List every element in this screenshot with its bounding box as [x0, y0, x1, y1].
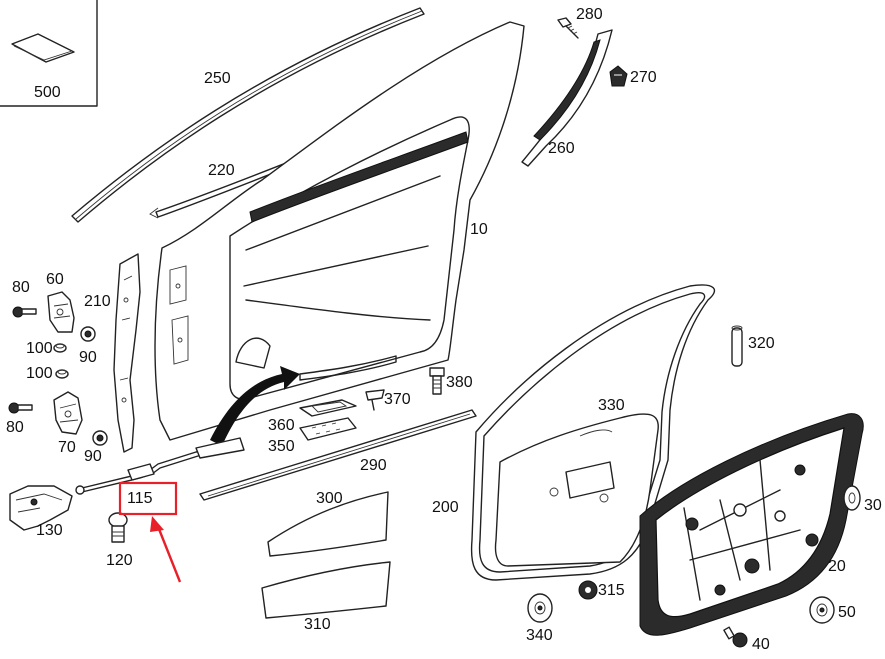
- label-315: 315: [598, 582, 625, 599]
- label-100-upper: 100: [26, 340, 53, 357]
- part-10-door-shell[interactable]: [154, 21, 525, 441]
- part-290-lower-strip[interactable]: [199, 409, 477, 501]
- label-380: 380: [446, 374, 473, 391]
- part-90-nut-lower[interactable]: [92, 430, 108, 446]
- highlight-arrow: [150, 516, 182, 583]
- label-370: 370: [384, 391, 411, 408]
- label-350: 350: [268, 438, 295, 455]
- label-500: 500: [34, 84, 61, 101]
- label-40: 40: [752, 636, 770, 653]
- part-90-nut-upper[interactable]: [80, 326, 96, 342]
- label-290: 290: [360, 457, 387, 474]
- part-200-inner-panel[interactable]: [494, 413, 659, 567]
- part-210-pillar-plate[interactable]: [113, 253, 141, 453]
- part-370-clip[interactable]: [365, 389, 385, 411]
- label-340: 340: [526, 627, 553, 644]
- part-80-bolt-upper[interactable]: [12, 306, 37, 318]
- label-10: 10: [470, 221, 488, 238]
- label-100-lower: 100: [26, 365, 53, 382]
- label-20: 20: [828, 558, 846, 575]
- label-310: 310: [304, 616, 331, 633]
- label-80-lower: 80: [6, 419, 24, 436]
- label-260: 260: [548, 140, 575, 157]
- label-330: 330: [598, 397, 625, 414]
- highlight-box-115: [118, 481, 178, 516]
- label-250: 250: [204, 70, 231, 87]
- label-270: 270: [630, 69, 657, 86]
- arrow-assembly-indicator: [210, 366, 300, 446]
- part-300-sheet[interactable]: [267, 491, 389, 557]
- part-80-bolt-lower[interactable]: [8, 402, 33, 414]
- part-20-regulator-carrier[interactable]: [639, 413, 864, 636]
- part-260-pillar-trim[interactable]: [521, 29, 613, 167]
- part-250-roof-moulding[interactable]: [71, 7, 425, 223]
- part-330-door-seal[interactable]: [470, 284, 716, 581]
- part-315-nut[interactable]: [578, 580, 598, 600]
- label-320: 320: [748, 335, 775, 352]
- part-115-check-strap[interactable]: [75, 437, 245, 495]
- label-120: 120: [106, 552, 133, 569]
- label-280: 280: [576, 6, 603, 23]
- part-120-stud[interactable]: [108, 512, 128, 543]
- part-130-bracket[interactable]: [9, 485, 73, 531]
- part-350-pad[interactable]: [299, 417, 357, 441]
- part-500-inset[interactable]: [0, 0, 98, 107]
- part-340-washer[interactable]: [527, 593, 553, 623]
- label-90-upper: 90: [79, 349, 97, 366]
- part-100-bush-upper[interactable]: [53, 343, 67, 353]
- part-320-pin[interactable]: [731, 325, 743, 367]
- label-60: 60: [46, 271, 64, 288]
- label-30: 30: [864, 497, 882, 514]
- label-130: 130: [36, 522, 63, 539]
- label-50: 50: [838, 604, 856, 621]
- part-310-sheet[interactable]: [261, 561, 391, 619]
- label-70: 70: [58, 439, 76, 456]
- part-60-upper-hinge[interactable]: [47, 291, 75, 333]
- label-200: 200: [432, 499, 459, 516]
- part-30-washer[interactable]: [843, 485, 861, 511]
- label-90-lower: 90: [84, 448, 102, 465]
- label-80-upper: 80: [12, 279, 30, 296]
- part-280-clip[interactable]: [557, 17, 579, 39]
- label-210: 210: [84, 293, 111, 310]
- label-115: 115: [127, 490, 153, 507]
- part-40-screw[interactable]: [723, 626, 748, 648]
- label-360: 360: [268, 417, 295, 434]
- part-70-lower-hinge[interactable]: [53, 391, 83, 435]
- part-380-screw[interactable]: [429, 367, 445, 395]
- label-300: 300: [316, 490, 343, 507]
- label-220: 220: [208, 162, 235, 179]
- part-50-washer[interactable]: [809, 596, 835, 624]
- part-360-panel[interactable]: [299, 399, 357, 417]
- part-270-grommet[interactable]: [609, 65, 628, 87]
- part-100-bush-lower[interactable]: [55, 369, 69, 379]
